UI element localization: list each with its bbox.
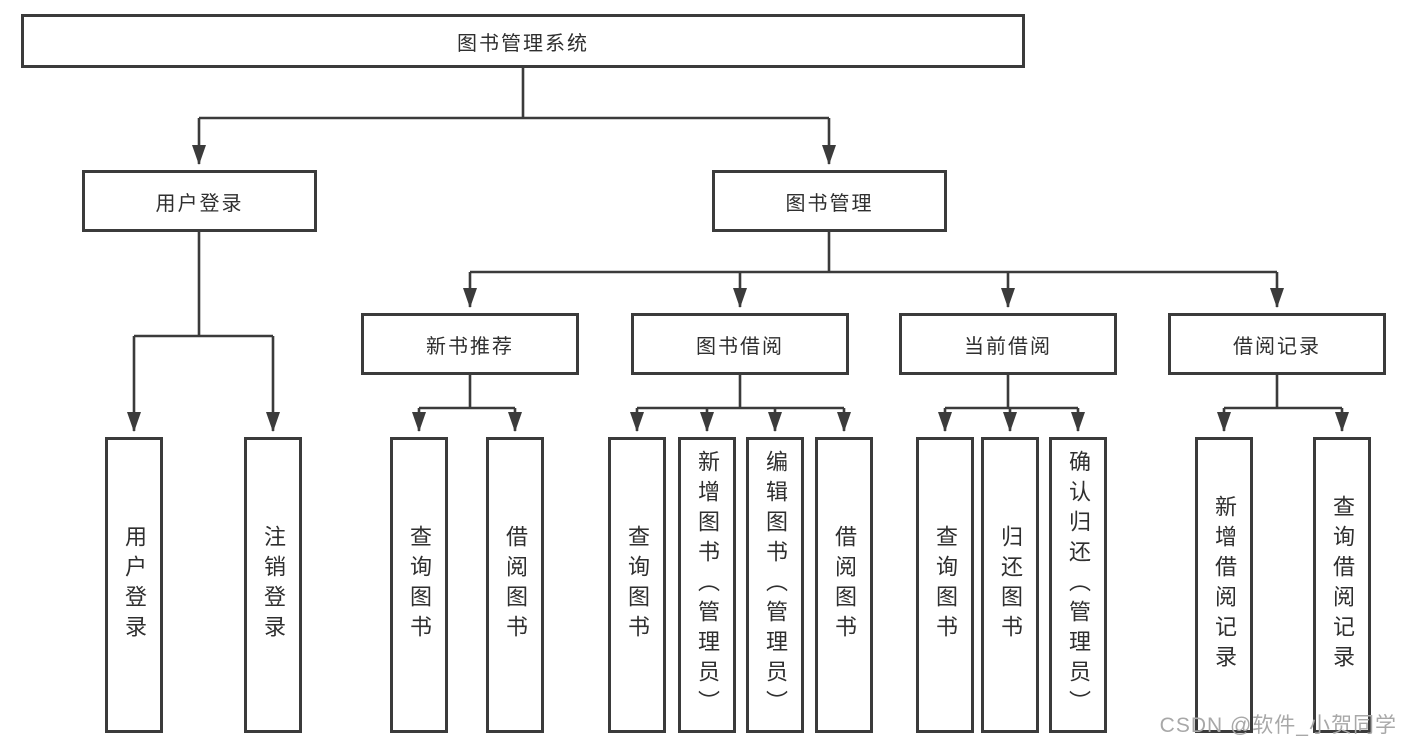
leaf-label: 查询借阅记录 — [1330, 495, 1355, 675]
leaf-add-books-admin: 新增图书（管理员） — [678, 437, 736, 733]
leaf-logout: 注销登录 — [244, 437, 302, 733]
leaf-label: 查询图书 — [407, 525, 432, 645]
leaf-label: 归还图书 — [998, 525, 1023, 645]
node-label: 图书借阅 — [696, 335, 784, 358]
leaf-label: 确认归还（管理员） — [1066, 450, 1091, 720]
leaf-query-borrow-record: 查询借阅记录 — [1313, 437, 1371, 733]
leaf-confirm-return-admin: 确认归还（管理员） — [1049, 437, 1107, 733]
leaf-borrow-books: 借阅图书 — [815, 437, 873, 733]
leaf-query-books-recommend: 查询图书 — [390, 437, 448, 733]
node-borrowing-records: 借阅记录 — [1168, 313, 1386, 375]
node-label: 借阅记录 — [1233, 335, 1321, 358]
leaf-label: 借阅图书 — [832, 525, 857, 645]
csdn-watermark: CSDN @软件_小贺同学 — [1159, 714, 1397, 737]
node-label: 当前借阅 — [964, 335, 1052, 358]
node-book-management: 图书管理 — [712, 170, 947, 232]
leaf-user-login: 用户登录 — [105, 437, 163, 733]
leaf-label: 编辑图书（管理员） — [763, 450, 788, 720]
leaf-edit-books-admin: 编辑图书（管理员） — [746, 437, 804, 733]
leaf-add-borrow-record: 新增借阅记录 — [1195, 437, 1253, 733]
leaf-query-books-current: 查询图书 — [916, 437, 974, 733]
leaf-query-books-borrow: 查询图书 — [608, 437, 666, 733]
node-current-borrowing: 当前借阅 — [899, 313, 1117, 375]
root-node-label: 图书管理系统 — [457, 32, 589, 55]
leaf-return-books: 归还图书 — [981, 437, 1039, 733]
node-new-book-recommend: 新书推荐 — [361, 313, 579, 375]
node-label: 图书管理 — [785, 192, 874, 215]
leaf-label: 新增借阅记录 — [1212, 495, 1237, 675]
leaf-label: 查询图书 — [933, 525, 958, 645]
leaf-label: 查询图书 — [625, 525, 650, 645]
node-book-borrowing: 图书借阅 — [631, 313, 849, 375]
leaf-label: 用户登录 — [122, 525, 147, 645]
leaf-label: 注销登录 — [261, 525, 286, 645]
node-label: 用户登录 — [155, 192, 244, 215]
leaf-label: 借阅图书 — [503, 525, 528, 645]
node-label: 新书推荐 — [426, 335, 514, 358]
node-user-login: 用户登录 — [82, 170, 317, 232]
leaf-label: 新增图书（管理员） — [695, 450, 720, 720]
root-node-library-system: 图书管理系统 — [21, 14, 1025, 68]
leaf-borrow-books-recommend: 借阅图书 — [486, 437, 544, 733]
